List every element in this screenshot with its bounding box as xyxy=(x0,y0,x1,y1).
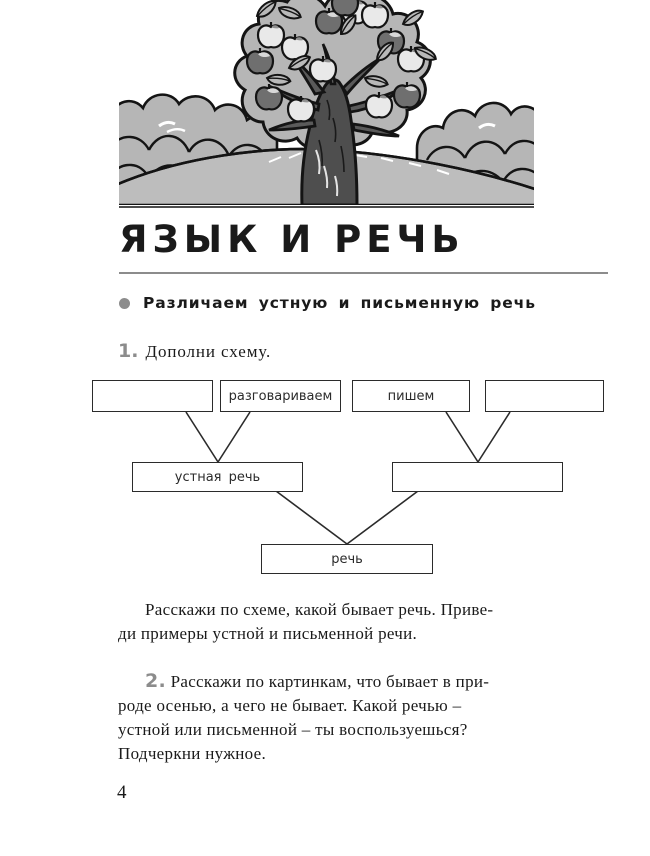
paragraph-line: Расскажи по схеме, какой бывает речь. Пр… xyxy=(145,600,494,619)
paragraph-line: Подчеркни нужное. xyxy=(118,744,267,763)
diagram-box-middle-right[interactable] xyxy=(392,462,563,492)
diagram-box-top-2[interactable]: разговариваем xyxy=(220,380,341,412)
exercise-1-prompt: Дополни схему. xyxy=(145,342,272,361)
page-number: 4 xyxy=(117,782,127,803)
diagram-box-bottom-label: речь xyxy=(331,551,363,567)
paragraph-after-scheme: Расскажи по схеме, какой бывает речь. Пр… xyxy=(118,598,548,646)
diagram-box-top-3-label: пишем xyxy=(387,388,435,404)
paragraph-line: устной или письменной – ты воспользуешьс… xyxy=(118,720,468,739)
bullet-icon xyxy=(119,297,130,309)
section-subtitle: Различаем устную и письменную речь xyxy=(119,294,619,312)
diagram-box-middle-left[interactable]: устная речь xyxy=(132,462,303,492)
diagram-box-top-1[interactable] xyxy=(92,380,213,412)
divider-above-title xyxy=(119,206,534,208)
divider-below-title xyxy=(119,272,608,274)
diagram-connectors xyxy=(185,411,511,545)
diagram-box-top-2-label: разговариваем xyxy=(228,388,333,404)
diagram-box-bottom[interactable]: речь xyxy=(261,544,433,574)
exercise-1-number: 1. xyxy=(118,340,139,362)
paragraph-line: ди примеры устной и письменной речи. xyxy=(118,624,418,643)
paragraph-line: роде осенью, а чего не бывает. Какой реч… xyxy=(118,696,462,715)
apple-tree-illustration xyxy=(119,0,534,205)
diagram-box-top-4[interactable] xyxy=(485,380,604,412)
exercise-2-number: 2. xyxy=(145,670,167,692)
page-title: ЯЗЫК И РЕЧЬ xyxy=(119,218,465,261)
diagram-box-top-3[interactable]: пишем xyxy=(352,380,470,412)
exercise-2-block: 2. Расскажи по картинкам, что бывает в п… xyxy=(118,669,558,766)
diagram-box-middle-left-label: устная речь xyxy=(174,469,261,485)
section-subtitle-label: Различаем устную и письменную речь xyxy=(143,294,536,312)
exercise-1-heading: 1. Дополни схему. xyxy=(118,340,271,362)
paragraph-line: 2. Расскажи по картинкам, что бывает в п… xyxy=(145,670,490,692)
